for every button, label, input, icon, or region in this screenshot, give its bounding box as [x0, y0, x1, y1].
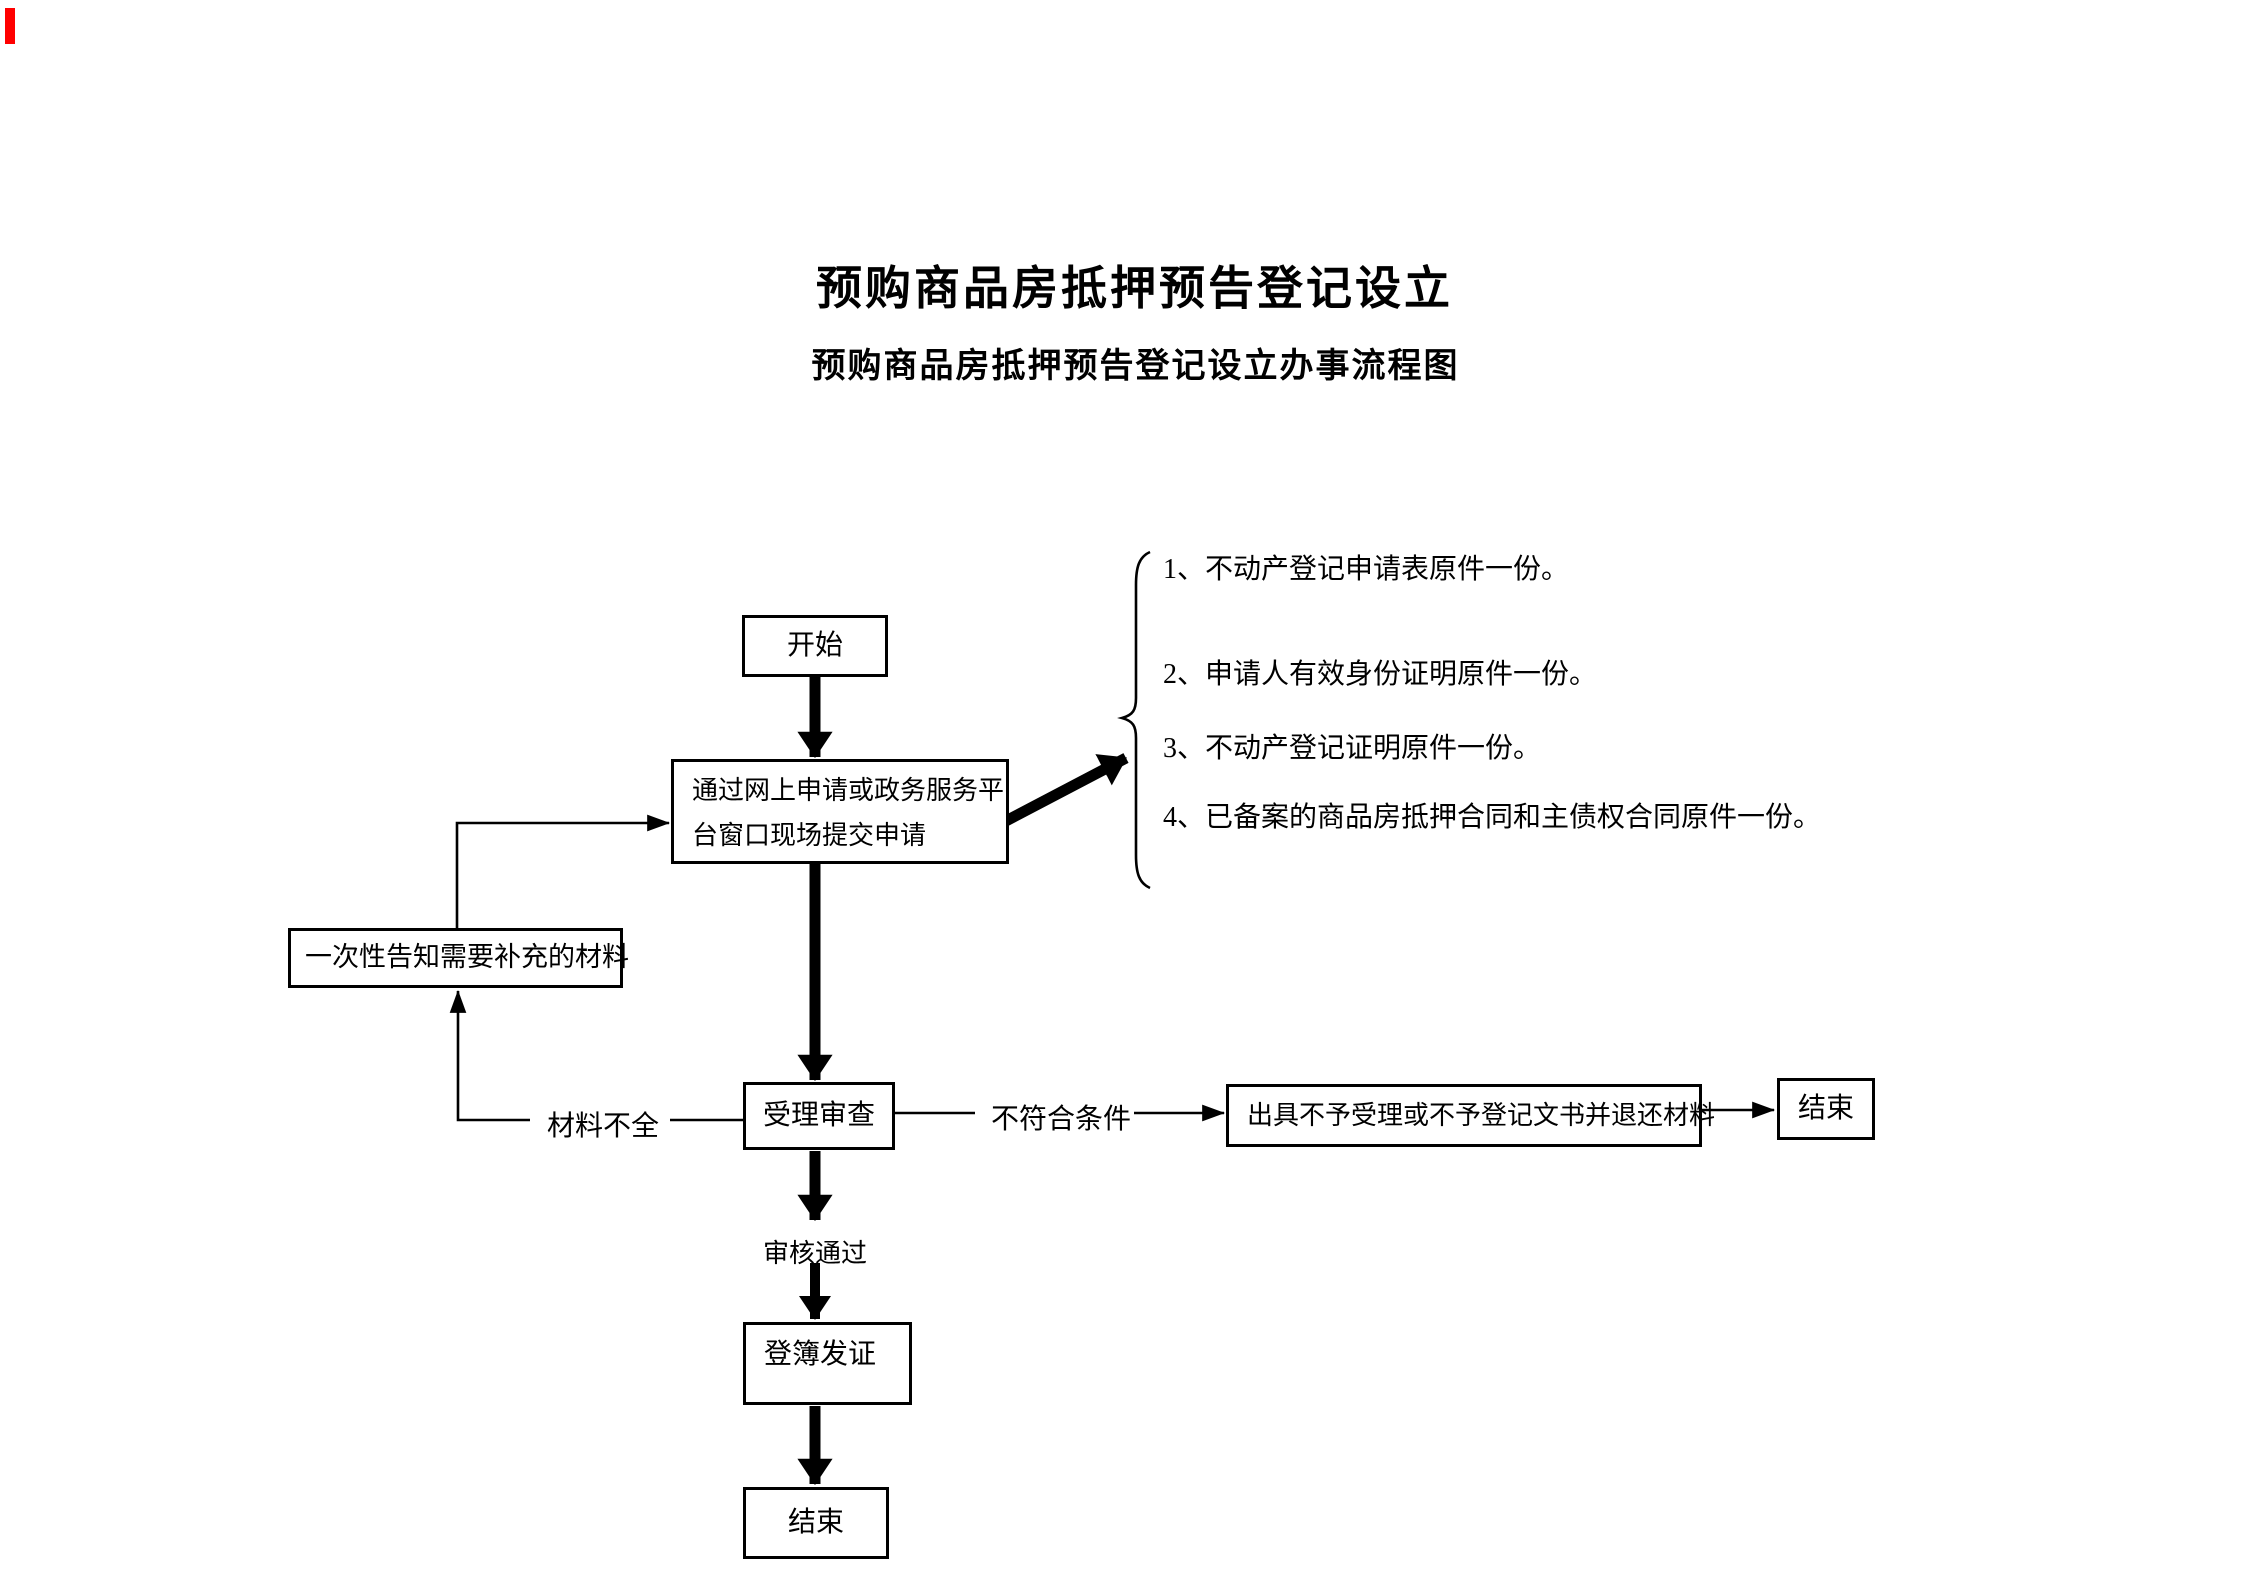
- material-item-2: 2、申请人有效身份证明原件一份。: [1163, 659, 1598, 690]
- node-start: 开始: [742, 615, 888, 677]
- materials-brace: [1117, 550, 1151, 890]
- arrow-notify-to-submit: [455, 814, 671, 928]
- node-start-label: 开始: [786, 629, 843, 661]
- node-submit: 通过网上申请或政务服务平 台窗口现场提交申请: [671, 759, 1009, 864]
- node-review-label: 受理审查: [762, 1099, 875, 1131]
- node-end-right-label: 结束: [1797, 1092, 1854, 1124]
- node-notify-label: 一次性告知需要补充的材料: [305, 942, 629, 973]
- arrow-incomplete-to-notify: [449, 989, 530, 1122]
- node-reject: 出具不予受理或不予登记文书并退还材料: [1226, 1084, 1715, 1147]
- node-register: 登簿发证: [743, 1322, 912, 1405]
- node-submit-label-line1: 通过网上申请或政务服务平: [692, 776, 1005, 805]
- node-end-bottom-label: 结束: [787, 1506, 844, 1538]
- node-end-right: 结束: [1777, 1078, 1875, 1140]
- node-reject-label: 出具不予受理或不予登记文书并退还材料: [1247, 1100, 1716, 1130]
- edge-label-review-approved: 审核通过: [763, 1239, 868, 1268]
- node-register-label: 登簿发证: [764, 1339, 877, 1370]
- node-submit-label-line2: 台窗口现场提交申请: [692, 821, 927, 850]
- material-item-3: 3、不动产登记证明原件一份。: [1163, 733, 1542, 764]
- node-notify: 一次性告知需要补充的材料: [288, 928, 629, 988]
- material-item-1: 1、不动产登记申请表原件一份。: [1163, 554, 1570, 585]
- node-review: 受理审查: [743, 1082, 895, 1150]
- edge-label-materials-incomplete: 材料不全: [547, 1111, 660, 1142]
- page-title: 预购商品房抵押预告登记设立: [816, 263, 1453, 314]
- node-end-bottom: 结束: [743, 1487, 889, 1559]
- red-cursor-marker: [5, 8, 15, 44]
- edge-label-not-qualified: 不符合条件: [991, 1104, 1132, 1135]
- page-subtitle: 预购商品房抵押预告登记设立办事流程图: [811, 348, 1460, 385]
- arrow-submit-to-materials: [1001, 753, 1129, 827]
- material-item-4: 4、已备案的商品房抵押合同和主债权合同原件一份。: [1163, 802, 1822, 833]
